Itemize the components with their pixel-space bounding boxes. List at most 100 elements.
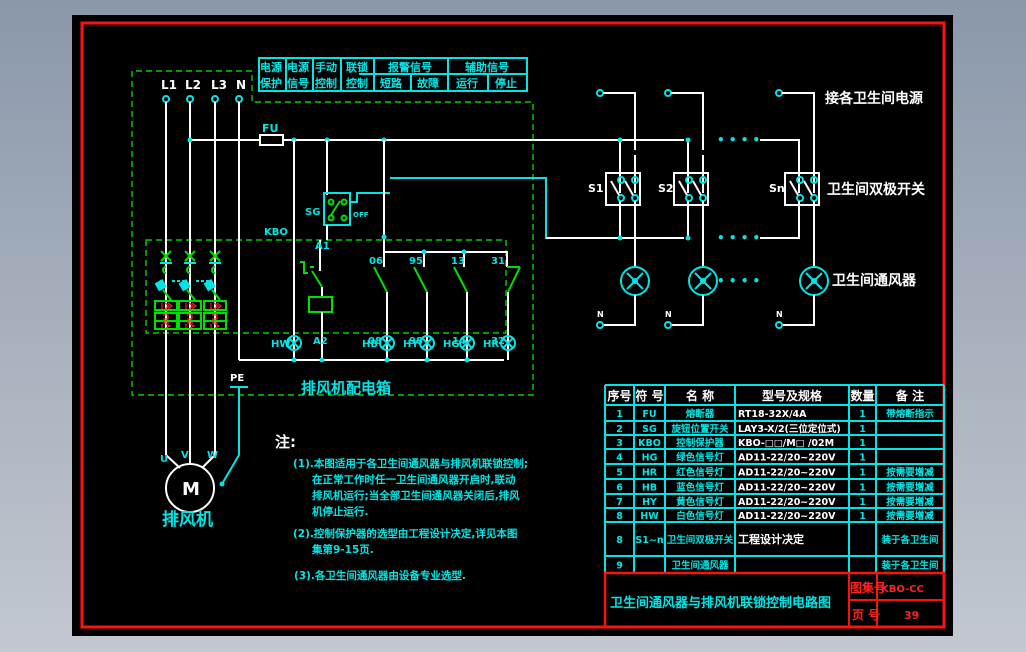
table-header: 备 注	[895, 388, 924, 403]
table-cell: 红色信号灯	[676, 467, 724, 479]
table-cell: AD11-22/20~220V	[738, 483, 836, 494]
table-cell: 白色信号灯	[676, 510, 724, 522]
lamp-label: HG	[443, 339, 460, 350]
table-cell: 5	[616, 468, 623, 479]
switch-label: S2	[658, 182, 674, 195]
table-cell: 工程设计决定	[738, 532, 804, 546]
table-cell: 1	[859, 497, 866, 508]
page-number: 39	[904, 609, 919, 622]
table-cell: HB	[642, 483, 657, 494]
note-line: (1).本图适用于各卫生间通风器与排风机联锁控制;	[293, 457, 528, 470]
note-line: (3).各卫生间通风器由设备专业选型.	[294, 569, 466, 582]
table-cell: 按需要增减	[886, 496, 934, 508]
phase-label: N	[236, 78, 246, 92]
table-cell: 卫生间双极开关	[667, 534, 734, 546]
lamp-label: HB	[362, 339, 378, 350]
schematic-svg: 电源 电源 手动 联锁 报警信号 辅助信号 保护 信号 控制 控制 短路 故障 …	[80, 21, 946, 629]
selector-state: OFF	[353, 211, 369, 219]
pe-label: PE	[230, 373, 244, 384]
kbo-contacts: A1 A2 06 08 95 98 13 14 31 32	[300, 240, 521, 360]
motor-symbol: M	[182, 479, 200, 500]
table-cell: S1~n	[635, 535, 663, 546]
terminal-icon	[186, 95, 194, 103]
table-cell: 按需要增减	[886, 510, 934, 522]
page-number-label: 页 号	[852, 607, 880, 622]
note-line: 排风机运行;当全部卫生间通风器关闭后,排风	[312, 489, 520, 502]
table-cell: 带熔断指示	[886, 408, 934, 420]
table-cell: FU	[642, 409, 656, 420]
table-header: 序号	[607, 388, 631, 403]
motor-terminal: W	[207, 450, 218, 461]
bathroom-power-label: 接各卫生间电源	[825, 90, 923, 107]
header-cell: 电源	[287, 60, 309, 74]
atlas-number: KBO-CC	[881, 584, 924, 595]
table-cell: AD11-22/20~220V	[738, 497, 836, 508]
contact-bottom-label: 08	[368, 336, 382, 347]
motor-terminal: U	[160, 454, 168, 465]
table-cell: HW	[640, 511, 659, 522]
table-cell: KBO	[638, 438, 661, 449]
table-cell: 9	[616, 561, 623, 572]
table-cell: HG	[642, 453, 658, 464]
contact-bottom-label: 98	[409, 336, 423, 347]
table-cell: HY	[642, 497, 657, 508]
table-cell: 3	[616, 438, 623, 449]
table-cell: LAY3-X/2(三位定位式)	[738, 423, 841, 435]
header-cell: 短路	[380, 76, 403, 90]
notes: 注: (1).本图适用于各卫生间通风器与排风机联锁控制; 在正常工作时任一卫生间…	[275, 433, 528, 582]
atlas-number-label: 图集号	[850, 580, 886, 595]
table-cell: 1	[859, 438, 866, 449]
continuation-dots: • • • •	[717, 231, 760, 245]
distribution-box-label: 排风机配电箱	[301, 379, 391, 397]
header-cell: 报警信号	[388, 60, 432, 74]
motor-label: 排风机	[162, 509, 213, 530]
lamp-hb: HB	[362, 335, 395, 351]
double-pole-switch-icon	[673, 172, 709, 206]
phase-label: L1	[161, 78, 177, 92]
terminal-icon	[235, 95, 243, 103]
table-cell: 卫生间通风器	[671, 560, 729, 572]
distribution-box-boundary	[131, 70, 534, 396]
coil-icon	[308, 296, 333, 313]
header-cell: 保护	[259, 76, 282, 90]
phase-label: L2	[185, 78, 201, 92]
table-cell: 旋钮位置开关	[670, 423, 729, 435]
lamp-label: HR	[483, 339, 499, 350]
header-cell: 联锁	[346, 60, 368, 74]
drawing-title: 卫生间通风器与排风机联锁控制电路图	[610, 595, 831, 611]
table-cell: 2	[616, 424, 623, 435]
kbo-breaker-poles	[154, 250, 227, 330]
fuse-icon	[259, 134, 284, 146]
neutral-label: N	[597, 310, 604, 319]
signal-lamps: HW HB HY HG HR	[271, 335, 516, 363]
switch-label: Sn	[769, 182, 785, 195]
bathroom-fan-label: 卫生间通风器	[832, 272, 917, 289]
selector-label: SG	[305, 207, 320, 218]
table-header: 名 称	[686, 388, 714, 403]
table-cell: SG	[642, 424, 657, 435]
header-cell: 运行	[456, 76, 478, 90]
bathroom-branch-n: N Sn	[760, 89, 829, 329]
contact-top-label: 31	[491, 256, 505, 267]
table-cell: 8	[616, 511, 623, 522]
table-cell: 6	[616, 483, 623, 494]
bathroom-circuits: N S1 N S2	[588, 89, 925, 329]
terminal-icon	[162, 95, 170, 103]
exhaust-fan-motor: M U V W 排风机	[160, 450, 218, 530]
contact-bottom-label: 32	[491, 336, 505, 347]
header-cell: 电源	[260, 60, 282, 74]
lamp-hr: HR	[483, 335, 516, 351]
title-block: 卫生间通风器与排风机联锁控制电路图 图集号 KBO-CC 页 号 39	[603, 571, 946, 629]
table-cell: 1	[859, 424, 866, 435]
table-cell: 1	[859, 453, 866, 464]
header-cell: 辅助信号	[465, 60, 509, 74]
lamp-hy: HY	[403, 335, 435, 351]
contact-top-label: 13	[451, 256, 465, 267]
table-cell: 按需要增减	[886, 467, 934, 479]
note-line: 集第9-15页.	[311, 543, 374, 556]
contact-bottom-label: 14	[452, 336, 466, 347]
selector-switch-sg: SG OFF	[305, 140, 390, 240]
drawing-frame	[80, 21, 946, 629]
continuation-dots: • • • •	[717, 133, 760, 147]
table-cell: 8	[616, 535, 623, 546]
